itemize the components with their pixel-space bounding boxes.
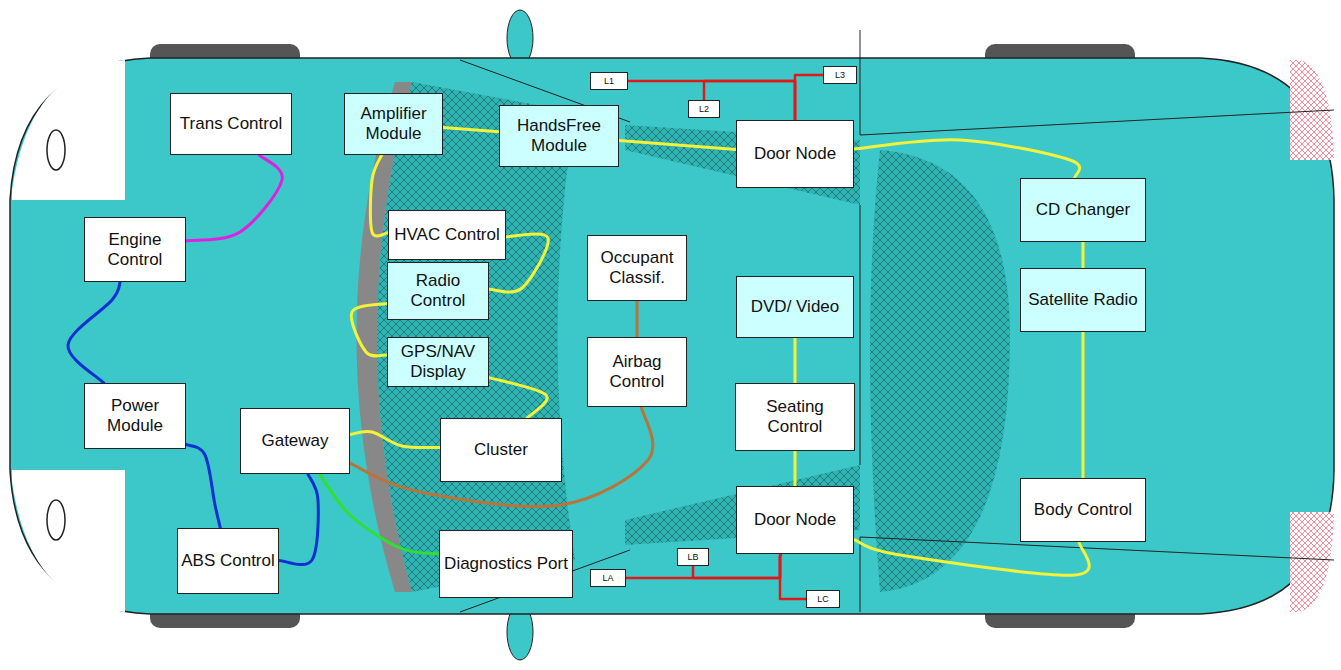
engine-control: Engine Control (84, 217, 186, 282)
car-body (10, 58, 1334, 614)
diagnostics-port: Diagnostics Port (439, 530, 573, 598)
bus-wire (854, 540, 1089, 576)
body-line (460, 30, 1334, 612)
node-label: Airbag Control (591, 352, 683, 391)
node-label: Power Module (88, 396, 182, 435)
node-label: Door Node (754, 144, 836, 164)
lin-node: L1 (590, 72, 628, 90)
bus-wire (780, 554, 806, 599)
node-label: Occupant Classif. (591, 248, 683, 287)
cluster: Cluster (440, 418, 562, 482)
lin-node: L2 (688, 100, 720, 118)
bus-wire (794, 338, 797, 383)
bus-wire (279, 474, 318, 565)
door-node: Door Node (736, 120, 854, 188)
node-label: Cluster (474, 440, 528, 460)
bus-wire (489, 378, 547, 418)
gateway: Gateway (240, 408, 350, 474)
node-label: HandsFree Module (503, 116, 615, 155)
bus-wire (350, 431, 440, 447)
seating-control: Seating Control (735, 383, 855, 451)
radio-control: Radio Control (387, 262, 489, 320)
node-label: CD Changer (1036, 200, 1131, 220)
lin-node: LB (677, 548, 709, 566)
amplifier-module: Amplifier Module (344, 93, 443, 155)
headlight (12, 470, 125, 612)
airbag-control: Airbag Control (587, 337, 687, 407)
door-node: Door Node (736, 486, 854, 554)
headlight (12, 60, 125, 200)
bus-wire (186, 155, 282, 241)
bus-wire (636, 301, 639, 337)
bus-wire (443, 128, 499, 132)
bus-wire (794, 451, 797, 486)
trans-control: Trans Control (170, 93, 292, 155)
node-label: Radio Control (391, 271, 485, 310)
bus-wire (795, 75, 823, 120)
bus-wire (619, 141, 736, 150)
rear-window (870, 150, 1010, 592)
node-label: LA (602, 574, 613, 583)
node-label: LC (817, 595, 829, 604)
node-label: LB (687, 553, 698, 562)
lin-node: LA (590, 569, 626, 587)
node-label: ABS Control (181, 551, 275, 571)
power-module: Power Module (84, 383, 186, 449)
bus-wire (1082, 332, 1085, 478)
bus-wire (186, 444, 220, 528)
node-label: Gateway (261, 431, 328, 451)
node-label: Satellite Radio (1028, 290, 1138, 310)
bus-wire (350, 407, 653, 506)
node-label: Amplifier Module (348, 104, 439, 143)
headlight-lens (47, 130, 65, 170)
hvac-control: HVAC Control (388, 210, 506, 260)
satellite-radio: Satellite Radio (1020, 268, 1146, 332)
bus-wire (68, 282, 120, 383)
headlight-lens (47, 500, 65, 540)
node-label: L1 (604, 77, 614, 86)
node-label: Door Node (754, 510, 836, 530)
occupant-classifier: Occupant Classif. (587, 235, 687, 301)
node-label: HVAC Control (394, 225, 500, 245)
node-label: L3 (835, 71, 845, 80)
handsfree-module: HandsFree Module (499, 105, 619, 167)
node-label: Trans Control (180, 114, 282, 134)
node-label: DVD/ Video (751, 297, 840, 317)
node-label: Diagnostics Port (444, 554, 568, 574)
body-control: Body Control (1020, 478, 1146, 542)
bus-wire (854, 140, 1080, 178)
lin-node: L3 (823, 66, 857, 84)
abs-control: ABS Control (177, 528, 279, 594)
bus-wire (370, 155, 388, 236)
node-label: GPS/NAV Display (391, 342, 485, 381)
node-label: Body Control (1034, 500, 1132, 520)
node-label: L2 (699, 105, 709, 114)
dvd-video: DVD/ Video (736, 276, 854, 338)
gps-display: GPS/NAV Display (387, 337, 489, 387)
node-label: Seating Control (739, 397, 851, 436)
tail-light (1290, 512, 1334, 612)
bus-wire (351, 303, 387, 356)
bus-wire (628, 81, 795, 120)
bus-wire (320, 474, 439, 554)
node-label: Engine Control (88, 230, 182, 269)
lin-node: LC (806, 590, 840, 608)
cd-changer: CD Changer (1020, 178, 1146, 242)
bus-wire (1082, 242, 1085, 268)
